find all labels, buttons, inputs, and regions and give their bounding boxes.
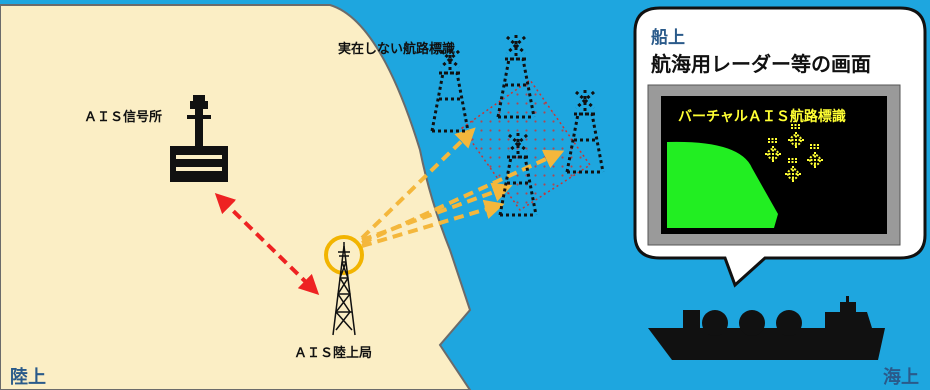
- lng-carrier-ship-icon: [648, 296, 885, 360]
- signal-link-arrow: [214, 193, 320, 295]
- label-ais-signal-station: ＡＩＳ信号所: [84, 109, 162, 125]
- broadcast-arrow-4: [361, 199, 505, 248]
- radar-land-echo: [667, 141, 778, 228]
- label-sea: 海上: [883, 366, 919, 388]
- broadcast-arrow-2: [361, 182, 513, 242]
- broadcast-arrow-1: [360, 127, 476, 240]
- label-ship-screen-caption: 航海用レーダー等の画面: [651, 52, 871, 76]
- label-screen-title: バーチャルＡＩＳ航路標識: [678, 108, 846, 125]
- antenna-tower-icon: [324, 235, 364, 336]
- label-ship-heading: 船上: [651, 27, 685, 48]
- broadcast-arrows: [360, 127, 565, 248]
- label-land: 陸上: [10, 366, 46, 388]
- label-ais-land-station: ＡＩＳ陸上局: [294, 345, 372, 361]
- radar-screen: [647, 84, 901, 246]
- virtual-mark-area: [460, 78, 592, 212]
- ais-signal-station-icon: [170, 95, 228, 182]
- label-virtual-marks: 実在しない航路標識: [338, 41, 455, 57]
- broadcast-arrow-3: [361, 149, 565, 245]
